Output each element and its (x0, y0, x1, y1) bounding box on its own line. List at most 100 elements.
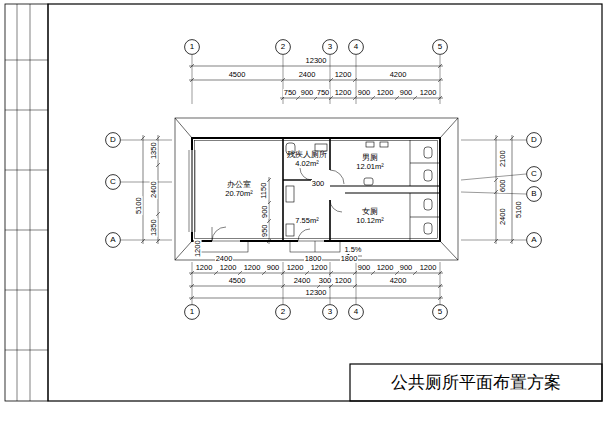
dimension-text: 1200 (376, 89, 395, 97)
dimension-text: 1200 (419, 89, 438, 97)
dimension-text: 1200 (243, 264, 262, 272)
dimension-text: 1200 (286, 264, 305, 272)
dimension-text: 4200 (389, 71, 408, 79)
grid-bubble: 2 (275, 304, 291, 320)
grid-label: C (531, 169, 537, 178)
dimension-text: 1200 (195, 264, 214, 272)
grid-label: A (531, 235, 536, 244)
dimension-text: 2400 (293, 277, 312, 285)
dimension-text: 1200 (334, 89, 353, 97)
grid-bubble: A (526, 232, 542, 248)
dimension-line (494, 190, 498, 194)
dimension-text: 1200 (193, 240, 201, 259)
room-area: 7.55m² (284, 205, 330, 237)
dimension-line (156, 136, 160, 140)
dimension-line (510, 239, 514, 243)
grid-label: C (110, 177, 116, 186)
dimension-text: 750 (283, 89, 298, 97)
grid-label: 1 (190, 307, 194, 316)
grid-bubble: A (105, 232, 121, 248)
grid-label: 4 (354, 307, 358, 316)
grid-label: 2 (281, 42, 285, 51)
grid-bubble: 4 (348, 39, 364, 55)
dimension-text: 4500 (228, 71, 247, 79)
room-area-text: 10.12m² (356, 217, 384, 226)
room-area-text: 20.70m² (225, 190, 253, 199)
grid-lines (121, 55, 526, 304)
dimension-text: 1200 (334, 277, 353, 285)
dimension-text: 12300 (305, 57, 328, 65)
room-area: 男厕12.01m² (331, 141, 409, 185)
dimension-line (371, 96, 375, 100)
doors-steps (200, 168, 362, 258)
dimension-line (494, 136, 498, 140)
grid-bubble: 1 (184, 304, 200, 320)
dimension-line (438, 284, 442, 288)
dimension-text: 750 (316, 89, 331, 97)
dimension-text: 1200 (334, 71, 353, 79)
dimension-text: 900 (357, 89, 372, 97)
grid-bubble: 5 (432, 39, 448, 55)
drawing-title: 公共厕所平面布置方案 (391, 374, 561, 391)
dimension-line (190, 64, 194, 68)
dimension-line (190, 296, 194, 300)
dimension-text: 300 (311, 180, 326, 188)
room-area: 办公室20.70m² (196, 141, 282, 239)
dimension-line (413, 96, 417, 100)
grid-label: 3 (328, 42, 332, 51)
grid-label: 3 (328, 307, 332, 316)
dimension-text: 900 (399, 264, 414, 272)
grid-bubble: C (105, 174, 121, 190)
title-box (350, 364, 602, 401)
dimension-text: 900 (357, 264, 372, 272)
grid-bubble: 2 (275, 39, 291, 55)
dimension-text: 2400 (298, 71, 317, 79)
room-name: 女厕 (362, 208, 378, 217)
dimension-line (329, 271, 333, 275)
toilet-stalls (286, 140, 440, 241)
dimension-text: 1350 (149, 142, 157, 161)
room-name: 残疾人厕所 (287, 151, 327, 160)
dimension-text: 1200 (219, 264, 238, 272)
dimension-line (280, 98, 443, 99)
dimension-line (143, 135, 144, 244)
grid-label: 2 (281, 307, 285, 316)
dimension-line (189, 80, 443, 81)
dimension-text: 900 (399, 89, 414, 97)
dimension-line (353, 284, 357, 288)
dimension-line (269, 177, 270, 244)
dimension-line (281, 271, 285, 275)
grid-label: 5 (438, 42, 442, 51)
dimension-line (353, 78, 357, 82)
dimension-line (156, 163, 160, 167)
title-strip (5, 4, 48, 401)
dimension-line (281, 284, 285, 288)
dimension-text: 1200 (376, 264, 395, 272)
dimension-line (238, 271, 242, 275)
dimension-text: 1350 (149, 219, 157, 238)
strip-lines (5, 4, 48, 401)
dimension-line (158, 135, 159, 244)
roof-outline (175, 118, 458, 260)
dimension-line (510, 136, 514, 140)
dimension-line (371, 271, 375, 275)
dimension-text: 2400 (498, 208, 506, 227)
dimension-line (494, 239, 498, 243)
room-area-text: 7.55m² (295, 217, 318, 226)
grid-label: 1 (190, 42, 194, 51)
dimension-text: 2400 (149, 181, 157, 200)
dimension-line (438, 296, 442, 300)
grid-bubble: D (526, 132, 542, 148)
dimension-line (438, 96, 442, 100)
dimension-line (438, 271, 442, 275)
walls (189, 138, 440, 241)
grid-label: B (531, 189, 536, 198)
dimension-line (512, 135, 513, 244)
grid-bubble: B (526, 186, 542, 202)
dimension-line (267, 219, 271, 223)
room-area-text: 12.01m² (356, 163, 384, 172)
grid-bubble: 4 (348, 304, 364, 320)
dimension-text: 900 (260, 205, 268, 220)
dimension-text: 900 (300, 89, 315, 97)
dimension-text: 1150 (260, 182, 268, 200)
